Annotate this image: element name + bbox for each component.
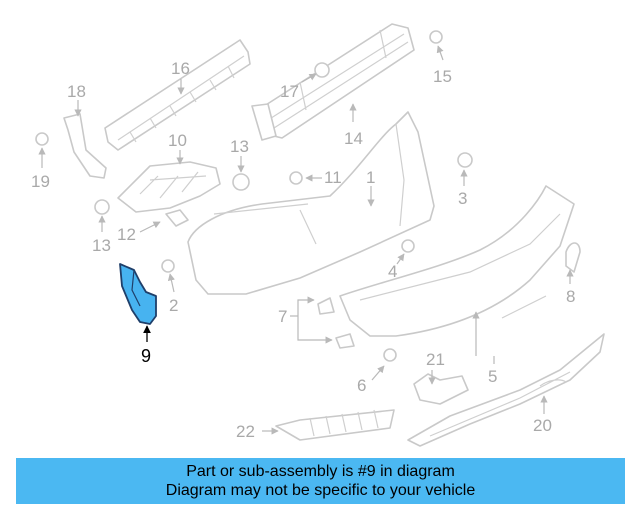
callout-2: 2 — [169, 296, 178, 315]
part-21-bracket — [413, 373, 469, 405]
callout-12: 12 — [117, 225, 136, 244]
fasteners — [35, 30, 473, 362]
callout-7: 7 — [278, 307, 287, 326]
callout-13-upper: 13 — [230, 137, 249, 156]
callout-6: 6 — [357, 376, 366, 395]
part-20-diffuser — [407, 333, 605, 447]
callout-21: 21 — [426, 350, 445, 369]
part-16-energy-absorber — [104, 39, 251, 151]
callout-22: 22 — [236, 422, 255, 441]
parts-diagram: 16 17 15 14 18 19 10 13 11 1 3 12 13 4 2… — [31, 23, 605, 447]
callout-20: 20 — [533, 416, 552, 435]
part-5-lower-valance — [339, 185, 575, 337]
callout-16: 16 — [171, 59, 190, 78]
callout-3: 3 — [458, 189, 467, 208]
callout-15: 15 — [433, 67, 452, 86]
callout-11: 11 — [324, 168, 342, 187]
leader-lines — [38, 45, 574, 435]
part-9-highlighted[interactable] — [119, 263, 157, 325]
part-1-bumper-cover — [187, 111, 435, 295]
callout-14: 14 — [344, 129, 363, 148]
part-8-trim — [565, 242, 581, 273]
part-7-brackets — [317, 297, 355, 349]
callout-13-lower: 13 — [92, 236, 111, 255]
callout-5: 5 — [488, 367, 497, 386]
callout-18: 18 — [67, 82, 86, 101]
callout-8: 8 — [566, 287, 575, 306]
banner-line-1: Part or sub-assembly is #9 in diagram — [186, 463, 455, 480]
callout-17: 17 — [280, 82, 299, 101]
callout-4: 4 — [388, 262, 397, 281]
callout-1: 1 — [366, 168, 375, 187]
info-banner: Part or sub-assembly is #9 in diagram Di… — [16, 458, 625, 504]
part-22-reflector — [275, 409, 395, 441]
callout-10: 10 — [168, 131, 187, 150]
callout-19: 19 — [31, 172, 50, 191]
part-18-bracket — [63, 113, 107, 179]
banner-line-2: Diagram may not be specific to your vehi… — [165, 482, 476, 499]
part-14-reinforcement-beam — [251, 23, 415, 141]
part-10-mount-bracket — [117, 161, 221, 213]
callout-numbers: 16 17 15 14 18 19 10 13 11 1 3 12 13 4 2… — [31, 59, 575, 441]
callout-9-highlighted: 9 — [141, 346, 151, 366]
